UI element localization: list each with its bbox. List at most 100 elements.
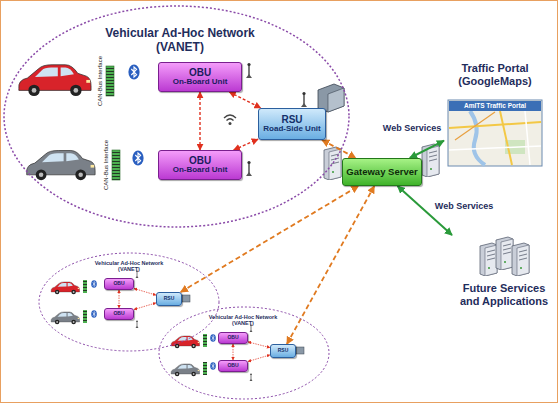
unit-name: OBU xyxy=(189,67,211,78)
wireless-link xyxy=(233,344,234,360)
unit-name: OBU xyxy=(189,155,211,166)
vehicles xyxy=(171,364,200,376)
unit-box: OBU xyxy=(218,332,248,344)
unit-box: OBU xyxy=(218,360,248,372)
rsu-cabinet xyxy=(328,88,344,112)
map-screenshot xyxy=(455,112,495,140)
unit-name: OBU xyxy=(227,363,238,369)
portal-bar: AmITS Traffic Portal xyxy=(449,101,541,111)
can-connectors xyxy=(203,362,207,375)
region-title: Vehicular Ad-Hoc Network (VANET) xyxy=(94,260,164,273)
network-link xyxy=(322,140,356,158)
can-connectors xyxy=(83,66,207,375)
interface-label: CAN-Bus Interface xyxy=(97,56,103,106)
unit-name: OBU xyxy=(227,335,238,341)
servers xyxy=(480,243,497,276)
edge-label: Web Services xyxy=(433,201,495,211)
unit-name: OBU xyxy=(113,281,124,287)
wireless-link xyxy=(248,342,270,348)
bluetooth-icons xyxy=(132,150,143,165)
wireless-link xyxy=(234,139,258,150)
vehicles xyxy=(27,151,95,181)
servers xyxy=(512,243,529,276)
unit-box: OBUOn-Board Unit xyxy=(158,62,242,92)
rsu-cabinet xyxy=(182,295,190,302)
portal-title: Traffic Portal (GoogleMaps) xyxy=(444,62,546,87)
unit-name: Gateway Server xyxy=(346,167,417,177)
unit-desc: Road-Side Unit xyxy=(263,125,320,134)
bluetooth-icons xyxy=(91,64,216,369)
services-node: Future Services and Applications xyxy=(452,232,556,332)
services-title: Future Services and Applications xyxy=(452,282,556,307)
bluetooth-icons xyxy=(91,280,97,288)
network-region: Vehicular Ad-Hoc Network (VANET) OBU OBU RS… xyxy=(158,306,330,400)
unit-box: Gateway Server xyxy=(342,158,422,186)
wireless-link xyxy=(119,290,120,308)
interface-label: CAN-Bus Interface xyxy=(103,140,109,190)
map-screenshot xyxy=(500,111,512,165)
rsu-cabinet xyxy=(182,84,344,354)
unit-box: RSURoad-Side Unit xyxy=(258,108,326,140)
unit-desc: On-Board Unit xyxy=(173,166,228,175)
antennas xyxy=(246,161,252,176)
map-screenshot xyxy=(525,111,530,165)
unit-box: OBU xyxy=(104,278,134,290)
bluetooth-icons xyxy=(210,362,216,370)
unit-box: RSU xyxy=(270,344,296,358)
antennas xyxy=(250,373,253,381)
wireless-link xyxy=(134,303,156,310)
unit-box: RSU xyxy=(156,292,182,306)
wireless-link xyxy=(199,92,200,150)
network-link xyxy=(287,186,374,344)
wireless-link xyxy=(229,92,260,108)
network-region: Vehicular Ad-Hoc Network (VANET) OBU OBU RS… xyxy=(38,252,220,352)
servers xyxy=(324,147,341,180)
network-link xyxy=(181,186,359,292)
bluetooth-icons xyxy=(128,64,139,79)
vehicles xyxy=(19,65,200,377)
region-outline xyxy=(39,253,219,351)
wireless-link xyxy=(248,355,270,362)
unit-desc: On-Board Unit xyxy=(173,78,228,87)
edge-label: Web Services xyxy=(381,123,443,133)
can-connectors xyxy=(83,280,87,293)
can-connectors xyxy=(112,150,120,180)
map-screenshot xyxy=(449,146,541,150)
portal-node: Traffic Portal (GoogleMaps) AmITS Traffic… xyxy=(444,62,546,168)
unit-box: OBUOn-Board Unit xyxy=(158,150,242,180)
map-screenshot xyxy=(448,100,542,166)
network-region: Vehicular Ad-Hoc Network (VANET)OBUOn-Bo… xyxy=(3,5,350,228)
vehicles xyxy=(171,336,200,348)
rsu-cabinet xyxy=(296,347,304,354)
unit-name: OBU xyxy=(113,311,124,317)
unit-name: RSU xyxy=(278,348,289,354)
vehicles xyxy=(51,312,80,324)
region-title: Vehicular Ad-Hoc Network (VANET) xyxy=(95,27,265,55)
servers xyxy=(422,144,439,177)
antennas xyxy=(301,92,307,107)
can-connectors xyxy=(83,310,87,323)
region-title: Vehicular Ad-Hoc Network (VANET) xyxy=(208,314,278,327)
unit-box: OBU xyxy=(104,308,134,320)
antennas xyxy=(136,320,139,328)
can-connectors xyxy=(203,334,207,347)
vehicles xyxy=(51,282,80,294)
antennas xyxy=(246,63,252,78)
bluetooth-icons xyxy=(210,334,216,342)
map-screenshot xyxy=(448,100,542,166)
unit-name: RSU xyxy=(164,296,175,302)
region-outline xyxy=(158,306,330,400)
wireless-link xyxy=(134,289,156,296)
unit-name: RSU xyxy=(281,114,302,125)
map-screenshot xyxy=(470,111,485,165)
region-outline xyxy=(159,307,329,399)
wifi-icon xyxy=(224,115,236,125)
can-connectors xyxy=(106,66,114,96)
vehicles xyxy=(19,65,91,96)
region-outline xyxy=(4,6,349,227)
servers xyxy=(496,237,513,270)
bluetooth-icons xyxy=(91,310,97,318)
web-service-link xyxy=(410,141,444,158)
